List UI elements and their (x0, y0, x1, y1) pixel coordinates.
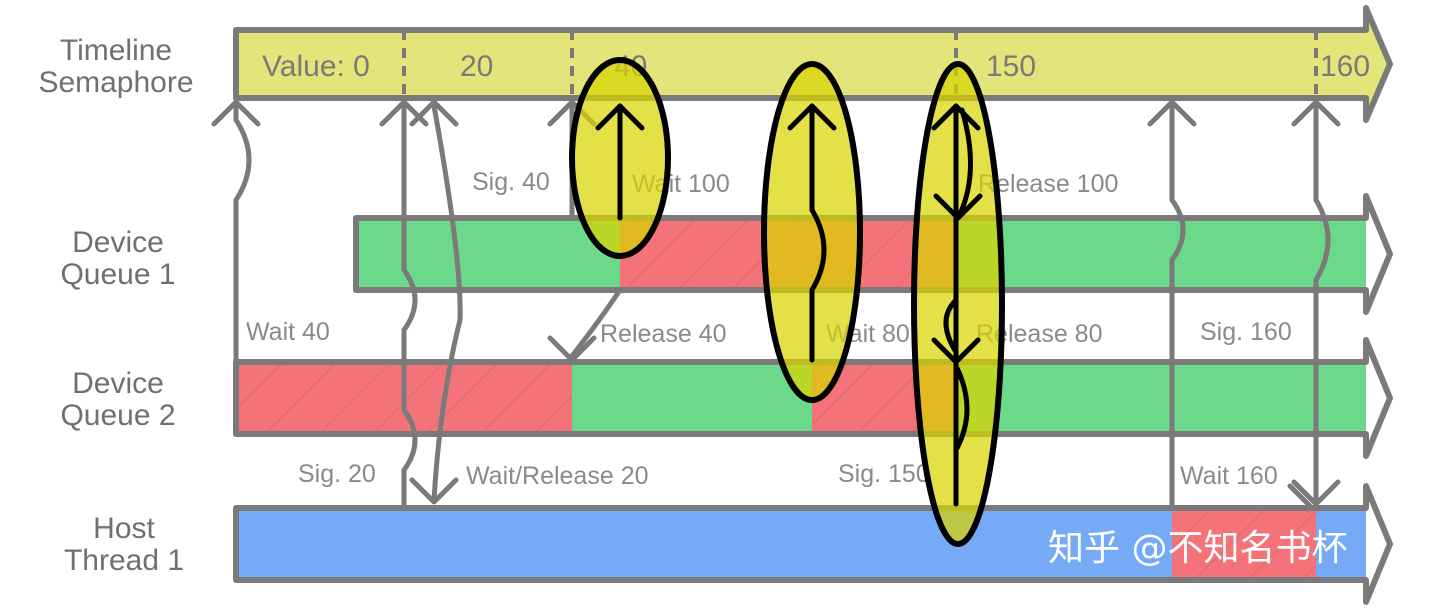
semaphore-value-160: 160 (1320, 50, 1370, 83)
lane-label-queue2: Device Queue 2 (60, 367, 175, 432)
svg-text:Queue 2: Queue 2 (60, 399, 175, 432)
label-sig-150: Sig. 150 (838, 460, 930, 488)
lane-label-semaphore: Timeline Semaphore (38, 34, 193, 99)
label-wait-40: Wait 40 (246, 318, 330, 346)
label-sig-160: Sig. 160 (1200, 318, 1292, 346)
lane-label-host: Host Thread 1 (64, 512, 184, 577)
svg-text:Semaphore: Semaphore (38, 66, 193, 99)
dependency-arrows (211, 99, 1341, 511)
annotations: Sig. 40 Wait 100 Release 100 Wait 40 Rel… (246, 168, 1292, 490)
svg-text:Queue 1: Queue 1 (60, 258, 175, 291)
watermark-text: 知乎 @不知名书杯 (1048, 528, 1347, 569)
label-wait-160: Wait 160 (1180, 462, 1278, 490)
label-release-100: Release 100 (978, 170, 1118, 198)
label-wait-release-20: Wait/Release 20 (466, 462, 649, 490)
lane-label-queue1: Device Queue 1 (60, 226, 175, 291)
svg-text:Device: Device (72, 367, 164, 400)
queue1-lane (353, 193, 1393, 315)
semaphore-value-20: 20 (460, 50, 493, 83)
label-sig-40: Sig. 40 (472, 168, 550, 196)
semaphore-value-0: Value: 0 (262, 50, 370, 83)
host-lane (233, 483, 1393, 605)
highlight-arrows (595, 103, 983, 507)
svg-text:Device: Device (72, 226, 164, 259)
svg-text:Thread 1: Thread 1 (64, 544, 184, 577)
semaphore-value-150: 150 (986, 50, 1036, 83)
label-release-40: Release 40 (600, 320, 726, 348)
highlight-ellipse-2 (761, 61, 863, 403)
svg-text:Timeline: Timeline (60, 34, 172, 67)
label-sig-20: Sig. 20 (298, 460, 376, 488)
svg-text:Host: Host (93, 512, 155, 545)
